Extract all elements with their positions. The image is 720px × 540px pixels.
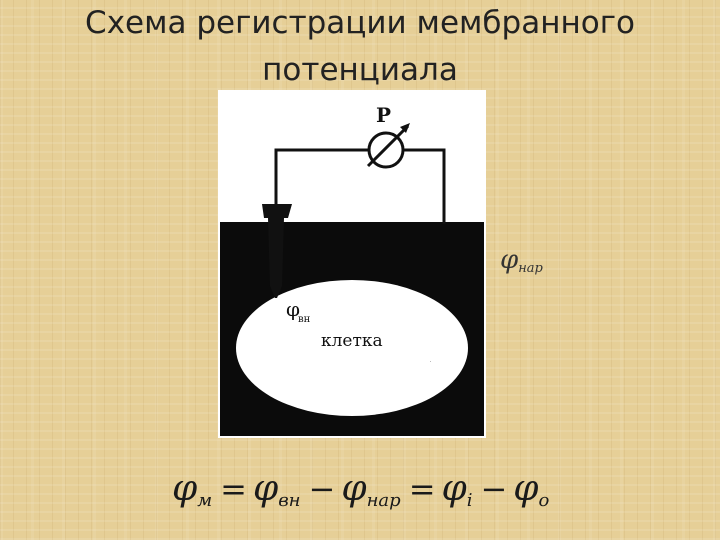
inner-phi: φ — [286, 297, 300, 321]
outer-sub: нар — [518, 261, 543, 276]
formula-phi-5: φ — [513, 468, 539, 509]
formula-equals-2: = — [408, 470, 436, 508]
formula-phi-2: φ — [252, 468, 279, 509]
formula-minus-2: − — [480, 470, 508, 508]
cell-dot: . — [430, 358, 431, 364]
formula-sub-m: м — [197, 490, 213, 511]
wire-left — [274, 148, 368, 212]
formula-phi-3: φ — [341, 468, 367, 509]
formula-phi-1: φ — [172, 468, 198, 509]
electrode — [262, 204, 292, 298]
slide-title: Схема регистрации мембранного потенциала — [40, 0, 680, 94]
formula-sub-vn: вн — [278, 490, 301, 511]
formula-sub-nar: нар — [366, 490, 401, 511]
wire-right — [404, 148, 446, 224]
outer-potential-label: φнар — [500, 245, 543, 276]
formula-equals-1: = — [220, 470, 247, 508]
formula-minus-1: − — [308, 470, 336, 508]
outer-phi: φ — [500, 245, 519, 275]
membrane-potential-diagram: P φ вн клетка . — [218, 90, 486, 438]
title-line-2: потенциала — [262, 52, 458, 88]
membrane-potential-formula: φм=φвн−φнар=φi−φo — [172, 468, 632, 518]
meter-icon — [366, 123, 410, 169]
formula-sub-i: i — [466, 490, 473, 511]
inner-potential-label: φ вн — [286, 297, 311, 325]
title-line-1: Схема регистрации мембранного — [85, 5, 635, 41]
cell-label: клетка — [321, 331, 383, 351]
cell-body — [236, 280, 468, 416]
formula-sub-o: o — [538, 490, 550, 511]
meter-label: P — [376, 103, 391, 127]
inner-sub: вн — [298, 314, 311, 325]
formula-phi-4: φ — [441, 468, 467, 509]
